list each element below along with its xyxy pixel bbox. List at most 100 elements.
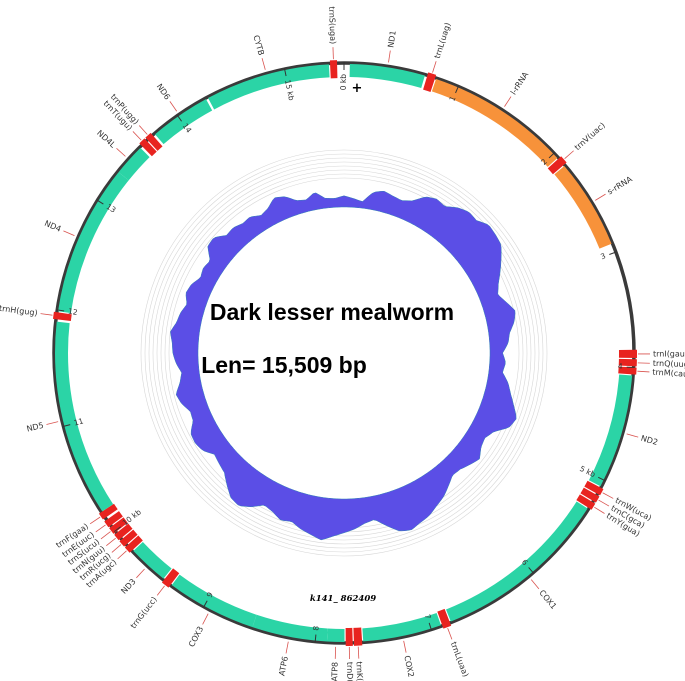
- label-leader: [261, 58, 266, 70]
- feature-label-trnm-cau: trnM(cau): [652, 368, 685, 379]
- scale-tick: [314, 634, 317, 643]
- feature-trne-uuc: [104, 511, 123, 528]
- gc-grid-ring: [152, 161, 536, 545]
- feature-nd2: [588, 374, 633, 487]
- feature-trny-gua: [576, 494, 596, 510]
- scale-tick: [283, 68, 287, 77]
- label-leader: [136, 568, 145, 579]
- feature-label-trnq-uug: trnQ(uug): [653, 359, 685, 369]
- label-leader: [156, 585, 165, 596]
- gc-grid-ring: [160, 169, 528, 537]
- scale-tick: [113, 526, 121, 533]
- scale-tick: [455, 85, 460, 94]
- scale-tick-label: 9: [205, 590, 215, 599]
- feature-trnl-uag: [423, 72, 437, 92]
- label-leader: [95, 524, 106, 533]
- label-leader: [602, 492, 614, 499]
- label-leader: [403, 640, 407, 653]
- label-leader: [285, 641, 289, 654]
- gc-grid-ring: [148, 157, 540, 549]
- label-leader: [530, 579, 540, 590]
- feature-label-trnk-cuu: trnK(cuu): [354, 661, 365, 681]
- gc-content-profile: [170, 191, 517, 541]
- feature-trnh-gug: [52, 311, 72, 321]
- feature-trnf-gaa: [98, 503, 118, 520]
- feature-label-atp6: ATP6: [277, 656, 290, 677]
- feature-trng-ucc: [161, 568, 180, 588]
- feature-cox2: [362, 613, 441, 642]
- label-leader: [447, 627, 453, 640]
- label-leader: [111, 544, 122, 553]
- label-leader: [138, 125, 148, 135]
- gc-content-track: [140, 149, 548, 557]
- scale-tick: [202, 600, 208, 608]
- scale-tick: [528, 567, 535, 574]
- feature-label-nd4: ND4: [43, 219, 62, 234]
- label-leader: [504, 96, 512, 107]
- feature-label-trng-ucc: trnG(ucc): [129, 595, 159, 630]
- label-leader: [626, 433, 639, 438]
- scale-tick-label: 8: [311, 625, 320, 631]
- label-leader: [106, 537, 116, 547]
- feature-l-rrna: [431, 79, 558, 167]
- label-leader: [564, 150, 574, 159]
- scale-tick-label: 0 kb: [339, 74, 348, 90]
- label-leader: [40, 313, 53, 316]
- contig-label: k141_ 862409: [310, 594, 376, 604]
- scale-tick: [548, 152, 556, 159]
- feature-label-trnd-guc: trnD(guc): [345, 662, 355, 681]
- label-leader: [116, 148, 126, 157]
- scale-tick: [96, 199, 104, 205]
- feature-track: [52, 60, 637, 646]
- feature-nd6: [155, 99, 213, 145]
- scale-tick-label: 10 kb: [121, 507, 143, 527]
- feature-s-rrna: [554, 165, 612, 249]
- scale-tick-label: 3: [599, 251, 607, 261]
- feature-label-nd1: ND1: [386, 30, 398, 48]
- feature-label-trnl-uaa: trnL(uaa): [449, 641, 470, 679]
- scale-tick-label: 7: [423, 613, 433, 620]
- feature-trnn-guu: [114, 523, 133, 541]
- feature-trnw-uca: [584, 480, 604, 496]
- feature-cox1: [446, 501, 588, 622]
- feature-label-nd4l: ND4L: [95, 128, 118, 150]
- scale-tick-label: 11: [73, 416, 85, 427]
- feature-label-cox1: COX1: [537, 588, 558, 611]
- feature-trnp-ugg: [145, 132, 163, 151]
- feature-trnv-uac: [547, 156, 567, 175]
- scale-tick: [176, 114, 182, 122]
- feature-label-cox2: COX2: [402, 655, 415, 678]
- feature-label-s-rrna: s-rRNA: [606, 174, 635, 196]
- scale-tick-label: 12: [67, 307, 78, 317]
- feature-label-nd5: ND5: [26, 421, 45, 434]
- scale-tick-label: 1: [447, 94, 457, 102]
- feature-nd4: [58, 172, 129, 314]
- label-leader: [432, 61, 437, 73]
- feature-trnq-uug: [618, 358, 637, 367]
- feature-label-nd3: ND3: [119, 577, 137, 596]
- feature-label-cytb: CYTB: [251, 34, 265, 56]
- feature-nd5: [54, 321, 114, 512]
- scale-tick: [428, 622, 433, 631]
- feature-trnc-gca: [580, 487, 600, 503]
- feature-label-atp8: ATP8: [330, 662, 340, 681]
- feature-cox3: [171, 574, 257, 628]
- feature-nd4l: [118, 147, 150, 181]
- scale-tick-label: 13: [105, 202, 118, 215]
- scale-tick-label: 4: [618, 362, 623, 371]
- feature-cytb: [208, 64, 330, 110]
- feature-trnr-ucg: [119, 529, 138, 547]
- label-leader: [595, 193, 606, 201]
- scale-tick: [62, 424, 71, 428]
- label-leader: [132, 131, 142, 141]
- scale-tick: [56, 309, 65, 312]
- label-leader: [89, 516, 101, 525]
- gc-grid-ring: [140, 149, 548, 557]
- feature-trnd-guc: [345, 627, 353, 646]
- feature-label-trnh-gug: trnH(gug): [0, 304, 38, 318]
- feature-label-trnl-uag: trnL(uag): [433, 22, 453, 60]
- feature-label-trns-uga: trnS(uga): [327, 6, 337, 44]
- feature-trnt-ugu: [139, 138, 157, 157]
- feature-trna-ugc: [124, 535, 143, 553]
